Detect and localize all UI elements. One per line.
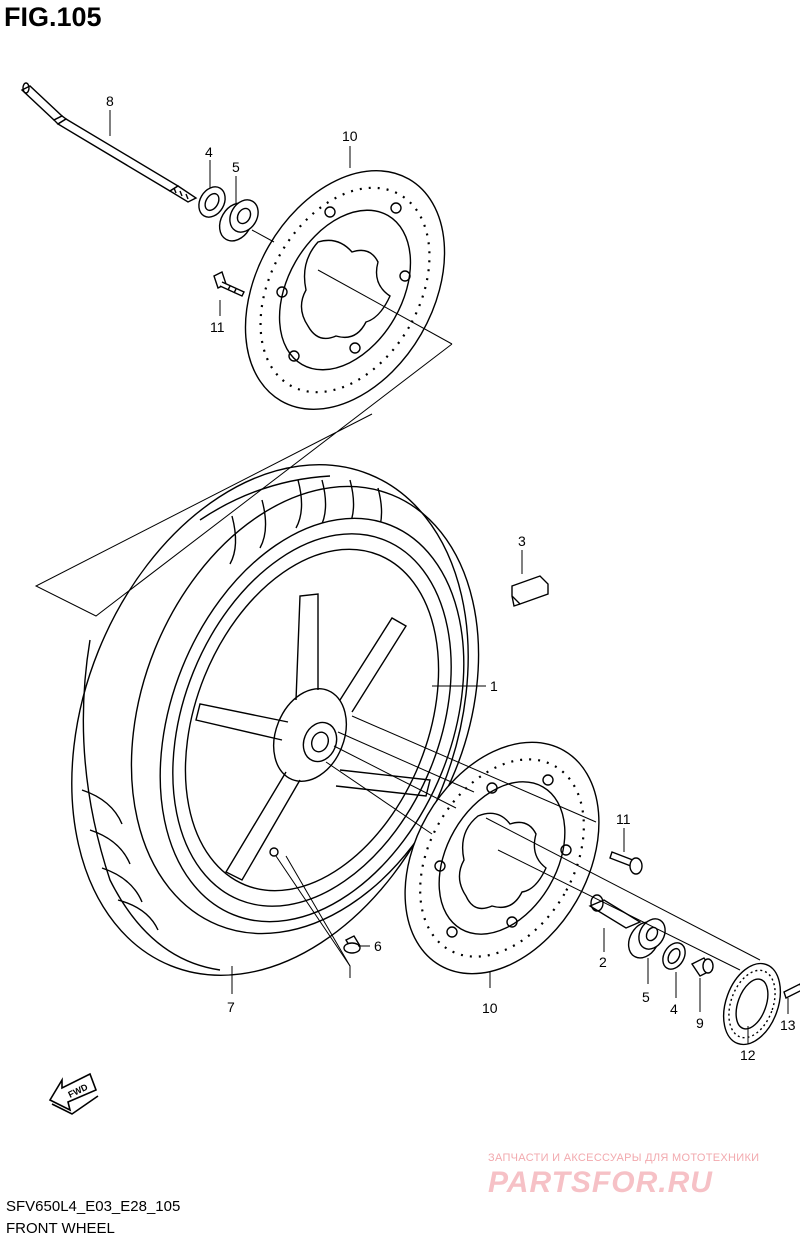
callout-10-top: 10 <box>342 128 358 144</box>
collar-part <box>690 957 714 977</box>
tire-valve-part <box>343 935 361 954</box>
callout-4-top: 4 <box>205 144 213 160</box>
callout-5-lower: 5 <box>642 989 650 1005</box>
spacer-part-2 <box>588 894 642 929</box>
callout-2: 2 <box>599 954 607 970</box>
rotor-screw-part <box>783 983 800 999</box>
wheel-rim-part <box>159 517 465 923</box>
leader-lines <box>34 110 789 1044</box>
callout-5-top: 5 <box>232 159 240 175</box>
disc-bolt-part-top <box>213 271 245 297</box>
diagram-name-label: FRONT WHEEL <box>6 1220 115 1237</box>
callout-1: 1 <box>490 678 498 694</box>
callout-13: 13 <box>780 1017 796 1033</box>
callout-6: 6 <box>374 938 382 954</box>
callout-8: 8 <box>106 93 114 109</box>
callout-4-lower: 4 <box>670 1001 678 1017</box>
front-axle-part <box>20 82 198 203</box>
disc-bolt-part-lower <box>609 851 643 875</box>
brake-disc-part-top <box>244 170 446 410</box>
bearing-part-top <box>218 199 259 242</box>
sensor-rotor-part <box>722 962 782 1046</box>
oil-seal-part-lower <box>662 942 686 970</box>
watermark-logo: PARTSFOR.RU <box>488 1166 713 1199</box>
callout-11-lower: 11 <box>616 811 631 827</box>
callout-9: 9 <box>696 1015 704 1031</box>
oil-seal-part-top <box>198 186 226 218</box>
watermark-tagline: ЗАПЧАСТИ И АКСЕССУАРЫ ДЛЯ МОТОТЕХНИКИ <box>488 1152 760 1164</box>
fwd-arrow-icon: FWD <box>48 1072 99 1115</box>
callout-11-top: 11 <box>210 319 225 335</box>
model-code-label: SFV650L4_E03_E28_105 <box>6 1198 181 1215</box>
callout-labels: 8 4 5 10 11 3 1 11 6 2 7 10 5 4 9 12 13 <box>106 93 796 1063</box>
callout-3: 3 <box>518 533 526 549</box>
spacer-part-3 <box>511 575 549 607</box>
callout-7: 7 <box>227 999 235 1015</box>
brake-disc-part-lower <box>404 741 600 975</box>
callout-10-lower: 10 <box>482 1000 498 1016</box>
figure-title: FIG.105 <box>4 2 102 32</box>
callout-12: 12 <box>740 1047 756 1063</box>
